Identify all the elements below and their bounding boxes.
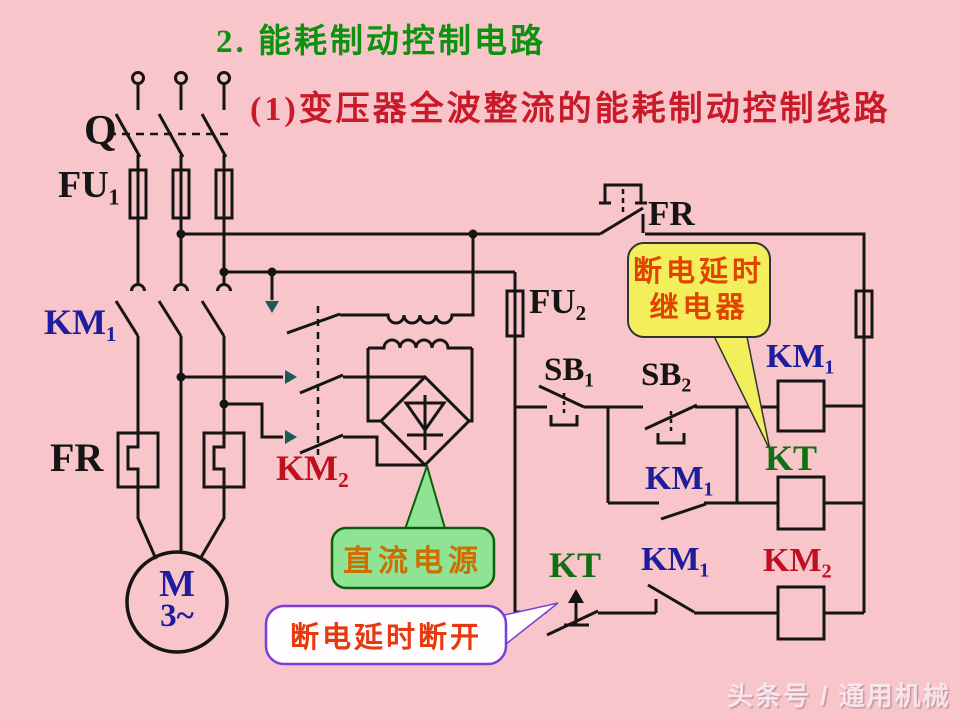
label-motor-m: M [159, 563, 195, 605]
fr-nc-contact-symbol [599, 183, 647, 236]
sb1-stop-button-symbol [515, 384, 643, 427]
delay-relay-callout-shape [627, 242, 771, 451]
q-switch-symbol [108, 113, 234, 158]
delay-relay-callout: 断电延时 继电器 [628, 243, 770, 337]
motor-symbol [125, 550, 229, 654]
three-phase-terminals [131, 71, 231, 110]
junction-dots [176, 229, 478, 409]
km1-main-contacts-symbol [114, 283, 232, 337]
label-km1-brake: KM₁ [641, 541, 710, 578]
page-title: 2. 能耗制动控制电路 [216, 24, 546, 60]
dc-source-callout-shape [330, 462, 496, 590]
label-sb1: SB₁ [544, 352, 595, 388]
label-fr-contact: FR [648, 194, 695, 233]
label-km1-main: KM₁ [44, 302, 117, 342]
kt-delay-contact-symbol [546, 589, 599, 637]
km1-selfhold-contact-symbol [606, 407, 778, 521]
delay-open-callout: 断电延时断开 [289, 622, 482, 654]
bridge-rectifier-symbol [343, 374, 472, 468]
km1-coil-symbol [776, 379, 864, 433]
label-km2-contacts: KM₂ [276, 448, 349, 488]
delay-relay-line1: 断电延时 [632, 255, 765, 288]
km2-coil-symbol [776, 585, 864, 641]
fuse-right-symbol [854, 289, 874, 339]
watermark: 头条号 / 通用机械 [727, 681, 951, 711]
label-km1-coil: KM₁ [766, 338, 835, 375]
dc-source-callout: 直流电源 [343, 545, 483, 578]
page-subtitle: (1)变压器全波整流的能耗制动控制线路 [250, 91, 891, 128]
label-km1-selfhold: KM₁ [645, 460, 714, 497]
fuse-fu1-symbol [128, 155, 234, 283]
km2-contacts-symbol [181, 272, 344, 455]
label-q-switch: Q [84, 108, 117, 154]
label-kt-coil: KT [765, 438, 818, 478]
delay-open-callout-shape [264, 602, 559, 666]
label-fu1: FU₁ [58, 164, 121, 206]
transformer-symbol [340, 234, 475, 423]
label-sb2: SB₂ [641, 357, 692, 393]
label-fu2: FU₂ [529, 282, 587, 321]
label-fr-heater: FR [50, 435, 104, 480]
fr-thermal-elements [116, 336, 246, 560]
fuse-fu2-symbol [505, 289, 525, 338]
label-km2-coil: KM₂ [763, 542, 832, 579]
label-motor-phase: 3~ [160, 598, 194, 634]
km1-brake-contact-symbol [598, 583, 778, 615]
kt-coil-symbol [776, 475, 864, 531]
delay-relay-line2: 继电器 [649, 292, 749, 324]
label-kt-contact: KT [549, 545, 602, 585]
